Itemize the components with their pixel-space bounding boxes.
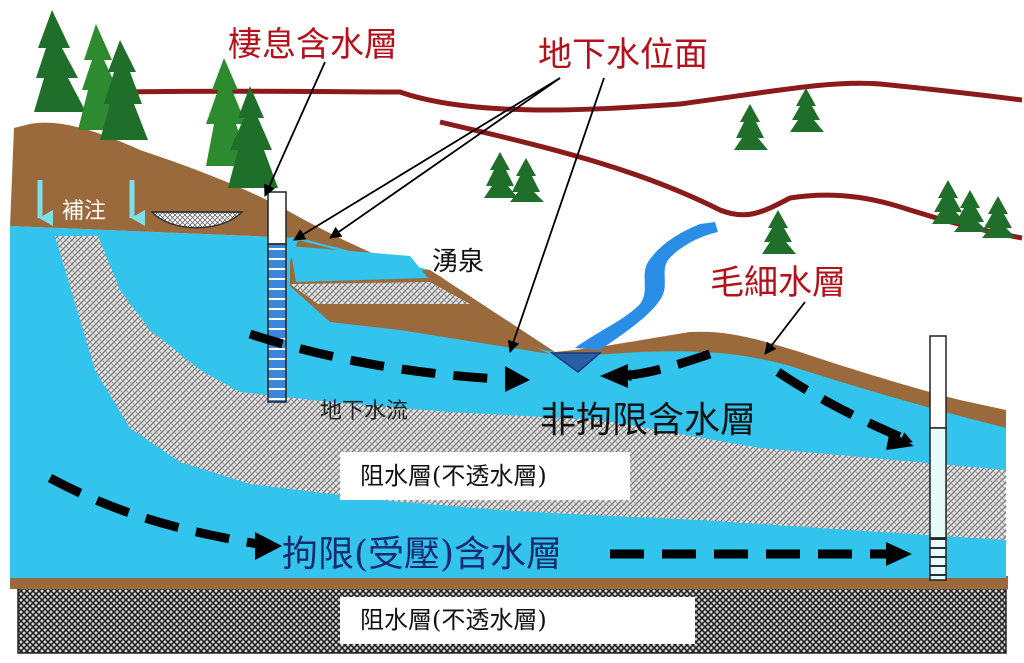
recharge-label: 補注 <box>62 199 106 224</box>
tree-icon <box>954 190 988 232</box>
base-soil-strip <box>10 576 1008 589</box>
perched-aquifer-label: 棲息含水層 <box>228 25 398 65</box>
tree-icon <box>762 210 796 254</box>
unconfined-aquifer-label: 非拘限含水層 <box>540 400 756 441</box>
middle-aquitard <box>55 236 1006 540</box>
bottom-aquitard-label-box <box>340 597 695 644</box>
ground-line-far <box>119 80 1023 113</box>
tree-icon <box>734 104 768 150</box>
observation-well-icon <box>929 335 947 581</box>
tree-icon <box>34 10 86 112</box>
hill-soil <box>10 122 430 273</box>
tree-icon <box>510 158 544 202</box>
tree-icon <box>790 88 824 132</box>
observation-well-icon <box>267 191 287 403</box>
water-table-label: 地下水位面 <box>538 35 708 75</box>
perched-aquitard <box>290 282 470 304</box>
tree-icon <box>982 196 1016 238</box>
spring-basin <box>549 352 603 373</box>
flow-arrowheads <box>255 364 914 566</box>
capillary-zone-label: 毛細水層 <box>710 263 846 303</box>
tree-icon <box>100 40 148 140</box>
groundwater-flow-label: 地下水流 <box>320 399 408 424</box>
perched-aquifer-water <box>290 246 428 282</box>
bottom-aquitard-label: 阻水層(不透水層) <box>360 606 547 634</box>
leader-lines <box>264 61 806 355</box>
tree-icon <box>228 86 278 188</box>
right-soil <box>555 331 1006 428</box>
middle-aquitard-label: 阻水層(不透水層) <box>360 462 547 490</box>
middle-aquitard-label-box <box>340 452 630 500</box>
pond <box>150 211 244 229</box>
river <box>575 222 718 350</box>
confined-aquifer-label: 拘限(受壓)含水層 <box>282 534 562 575</box>
tree-icon <box>932 180 966 224</box>
tree-icon <box>484 152 518 198</box>
spring-label: 湧泉 <box>432 247 484 277</box>
